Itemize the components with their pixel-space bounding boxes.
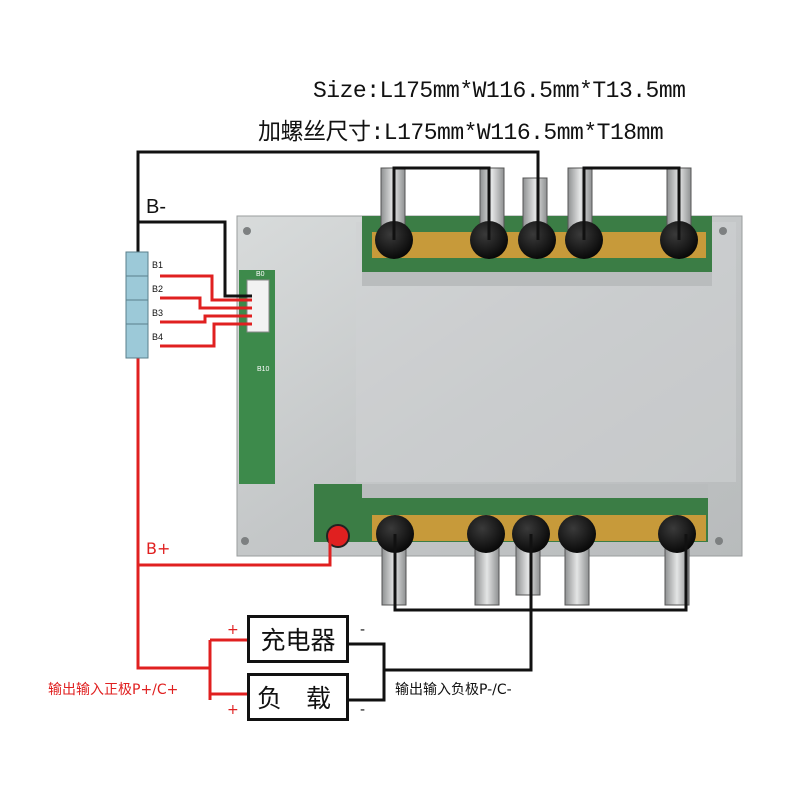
bms-board <box>236 215 743 557</box>
positive-wires <box>136 274 332 700</box>
cell-label-b1: B1 <box>152 260 163 270</box>
load-plus-sign: + <box>227 702 239 718</box>
screw-size-spec: 加螺丝尺寸:L175mm*W116.5mm*T18mm <box>258 120 664 146</box>
load-box: 负 载 <box>247 673 349 721</box>
cell-label-b3: B3 <box>152 308 163 318</box>
b-plus-terminal <box>326 524 350 548</box>
b-plus-label: B+ <box>146 539 171 558</box>
negative-terminal-label: 输出输入负极P-/C- <box>395 682 512 698</box>
negative-wires <box>136 150 688 702</box>
cell-label-b4: B4 <box>152 332 163 342</box>
charger-box: 充电器 <box>247 615 349 663</box>
size-spec: Size:L175mm*W116.5mm*T13.5mm <box>313 78 686 104</box>
positive-terminal-label: 输出输入正极P+/C+ <box>48 682 179 698</box>
b-minus-label: B- <box>146 196 166 218</box>
connector-label-b0: B0 <box>256 271 265 278</box>
load-minus-sign: - <box>360 702 366 718</box>
charger-plus-sign: + <box>227 622 239 638</box>
connector-label-b10: B10 <box>257 366 270 373</box>
cell-label-b2: B2 <box>152 284 163 294</box>
charger-minus-sign: - <box>360 622 366 638</box>
battery-cells <box>125 251 149 359</box>
